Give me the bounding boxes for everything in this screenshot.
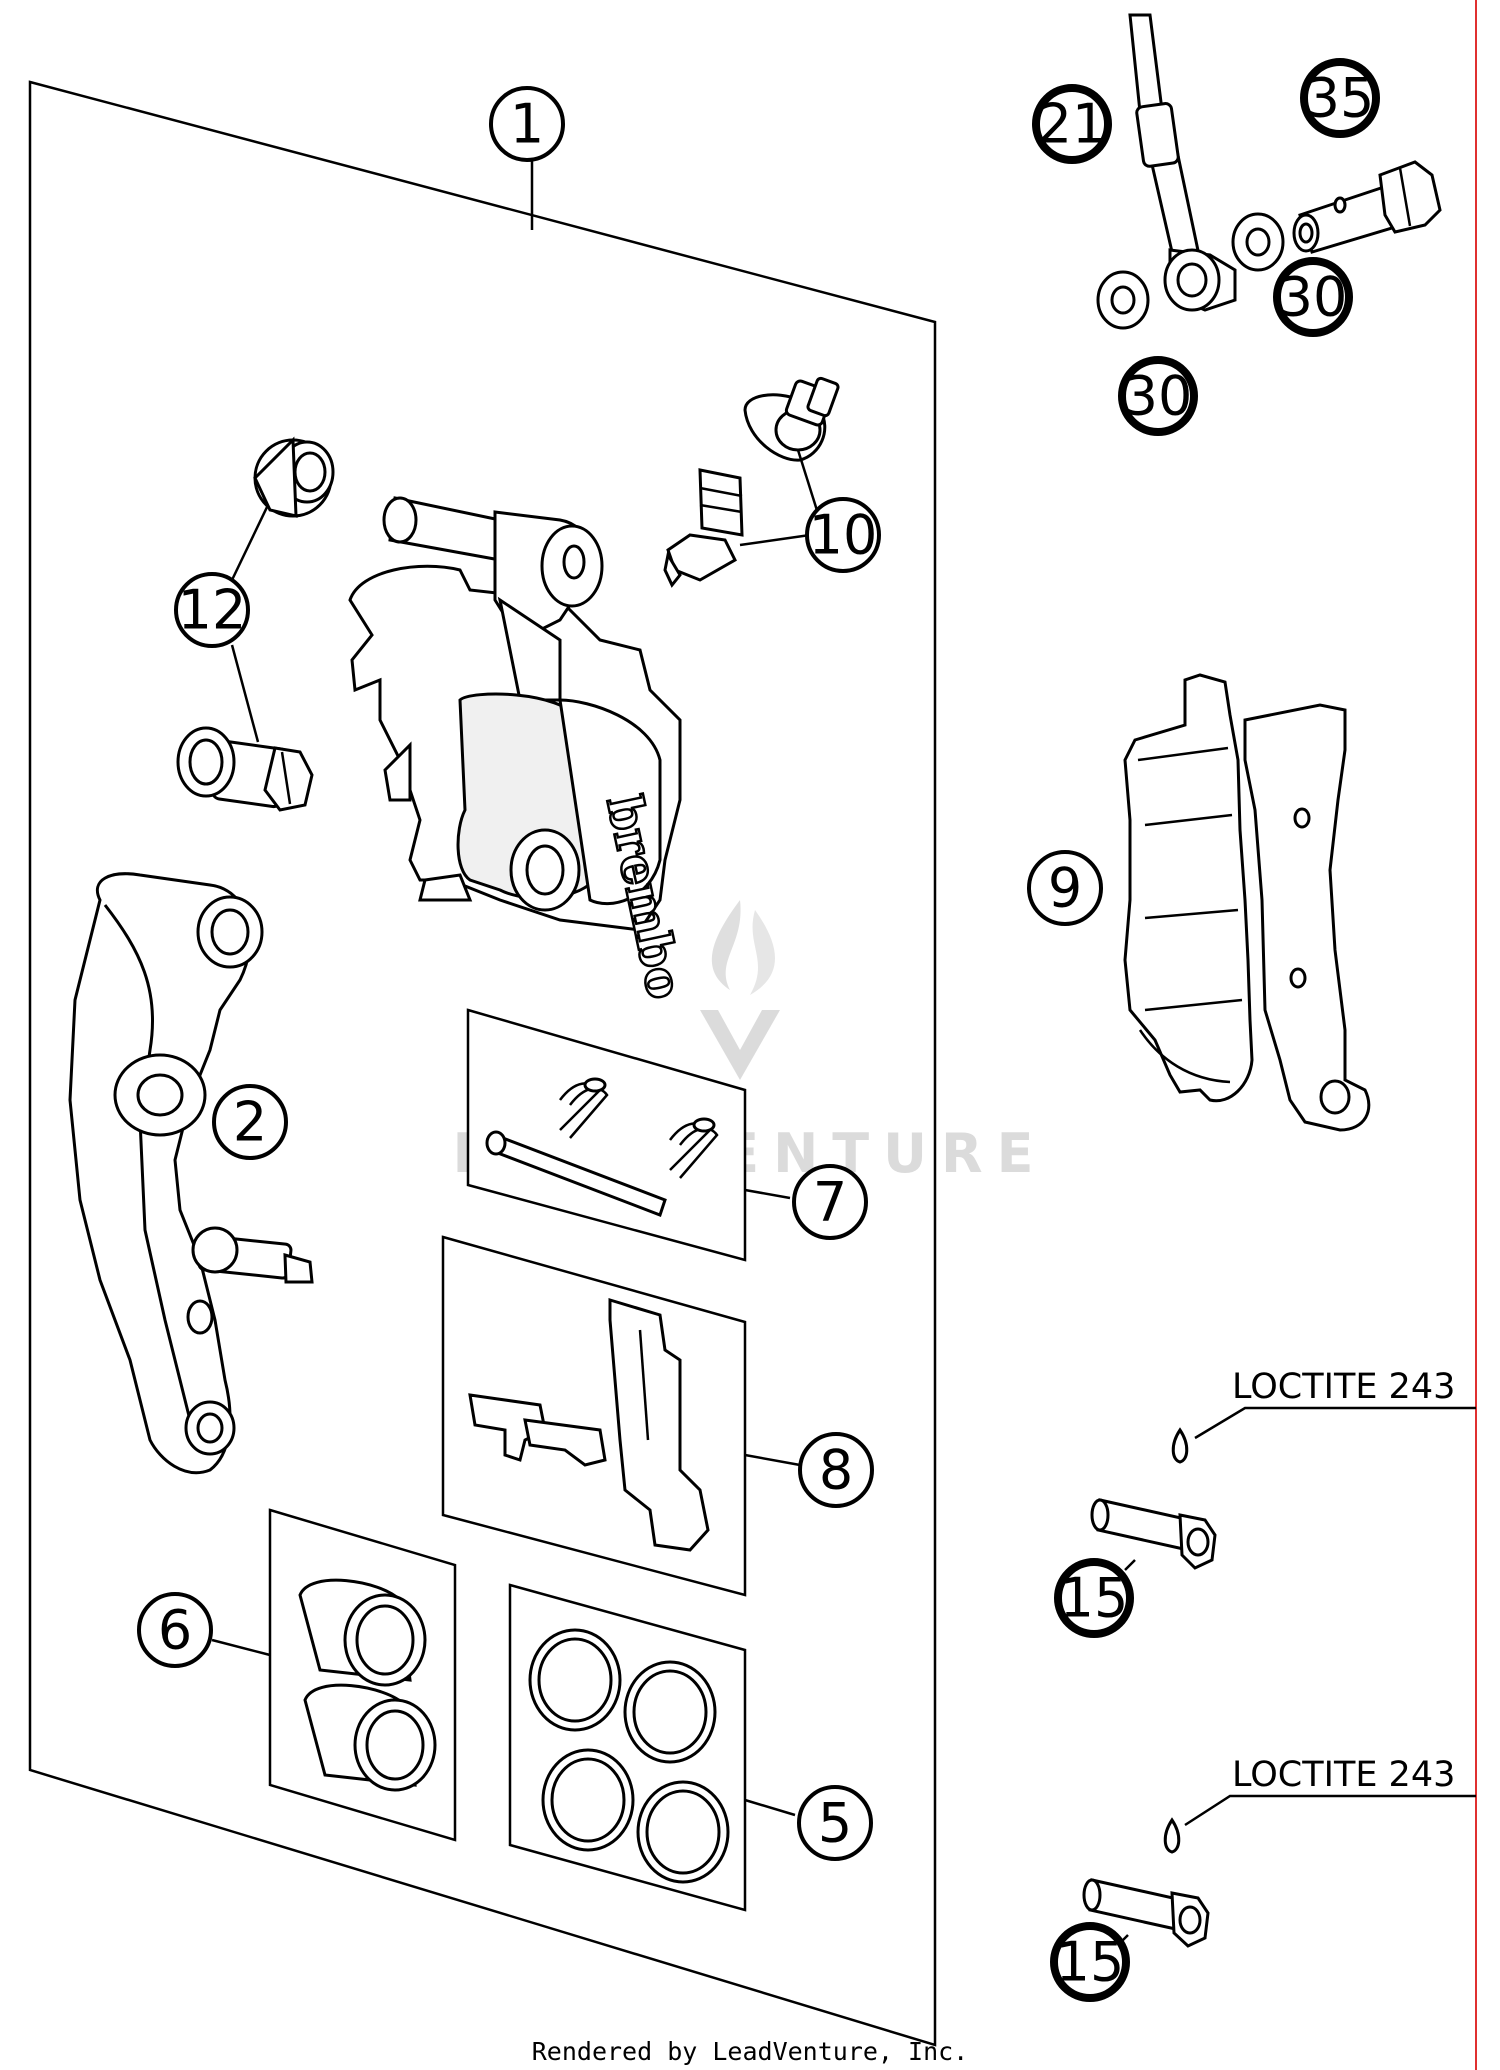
leader-10-bottom — [739, 533, 811, 547]
callout-30-right: 30 — [1273, 257, 1353, 337]
part-2-caliper-bracket — [68, 872, 314, 1475]
svg-text:1: 1 — [510, 93, 544, 156]
part-30-washer-right — [1231, 212, 1285, 272]
part-12-seal — [253, 436, 335, 518]
svg-text:12: 12 — [178, 579, 247, 642]
leader-5 — [744, 1798, 796, 1817]
svg-text:15: 15 — [1056, 1931, 1125, 1994]
svg-text:6: 6 — [158, 1599, 192, 1662]
part-6-pistons — [298, 1578, 437, 1792]
loctite-note-top: LOCTITE 243 — [1232, 1367, 1455, 1407]
svg-text:5: 5 — [818, 1792, 852, 1855]
svg-text:2: 2 — [233, 1091, 267, 1154]
part-15-bolt-top — [1090, 1427, 1217, 1570]
callout-6: 6 — [137, 1592, 213, 1668]
leader-8 — [744, 1453, 801, 1467]
render-credit: Rendered by LeadVenture, Inc. — [532, 2037, 969, 2066]
leader-12-top — [230, 504, 270, 581]
callout-10: 10 — [805, 497, 881, 573]
svg-text:10: 10 — [809, 504, 878, 567]
leader-12-bottom — [230, 644, 260, 743]
callout-5: 5 — [797, 1785, 873, 1861]
callout-12: 12 — [174, 572, 250, 648]
loctite-note-bottom: LOCTITE 243 — [1232, 1755, 1455, 1795]
leader-7 — [744, 1188, 791, 1200]
callout-8: 8 — [798, 1432, 874, 1508]
part-10-bleeder-screw — [663, 468, 744, 588]
part-7-kit-box — [466, 1008, 747, 1262]
callout-21: 21 — [1032, 84, 1112, 164]
part-10-bleeder-valve — [743, 376, 840, 462]
callout-15-bottom: 15 — [1050, 1922, 1130, 2002]
callout-15-top: 15 — [1054, 1558, 1134, 1638]
svg-text:7: 7 — [813, 1171, 847, 1234]
leader-loctite-top — [1194, 1406, 1476, 1440]
svg-text:35: 35 — [1306, 67, 1375, 130]
part-35-banjo-bolt — [1292, 160, 1442, 254]
part-5-seals — [528, 1628, 730, 1884]
callout-35: 35 — [1300, 58, 1380, 138]
callout-7: 7 — [792, 1164, 868, 1240]
brake-caliper: brembo — [348, 496, 694, 1005]
leader-6 — [211, 1638, 271, 1657]
svg-text:30: 30 — [1279, 266, 1348, 329]
leader-loctite-bottom — [1184, 1794, 1476, 1827]
part-12-bolt — [176, 726, 314, 812]
callout-30-left: 30 — [1118, 356, 1198, 436]
svg-text:30: 30 — [1124, 365, 1193, 428]
svg-text:8: 8 — [819, 1439, 853, 1502]
part-7-pin-clips — [485, 1077, 719, 1217]
leader-15-top — [1124, 1559, 1136, 1571]
svg-text:15: 15 — [1060, 1567, 1129, 1630]
callout-2: 2 — [212, 1084, 288, 1160]
part-9-brake-pads — [1123, 673, 1371, 1132]
callout-1: 1 — [489, 86, 565, 162]
part-30-washer-left — [1096, 270, 1150, 330]
part-15-bolt-bottom — [1082, 1817, 1210, 1948]
svg-text:9: 9 — [1048, 857, 1082, 920]
part-21-brake-line — [1128, 13, 1237, 312]
svg-text:21: 21 — [1038, 93, 1107, 156]
part-8-pad-springs — [468, 1297, 710, 1552]
callout-9: 9 — [1027, 850, 1103, 926]
